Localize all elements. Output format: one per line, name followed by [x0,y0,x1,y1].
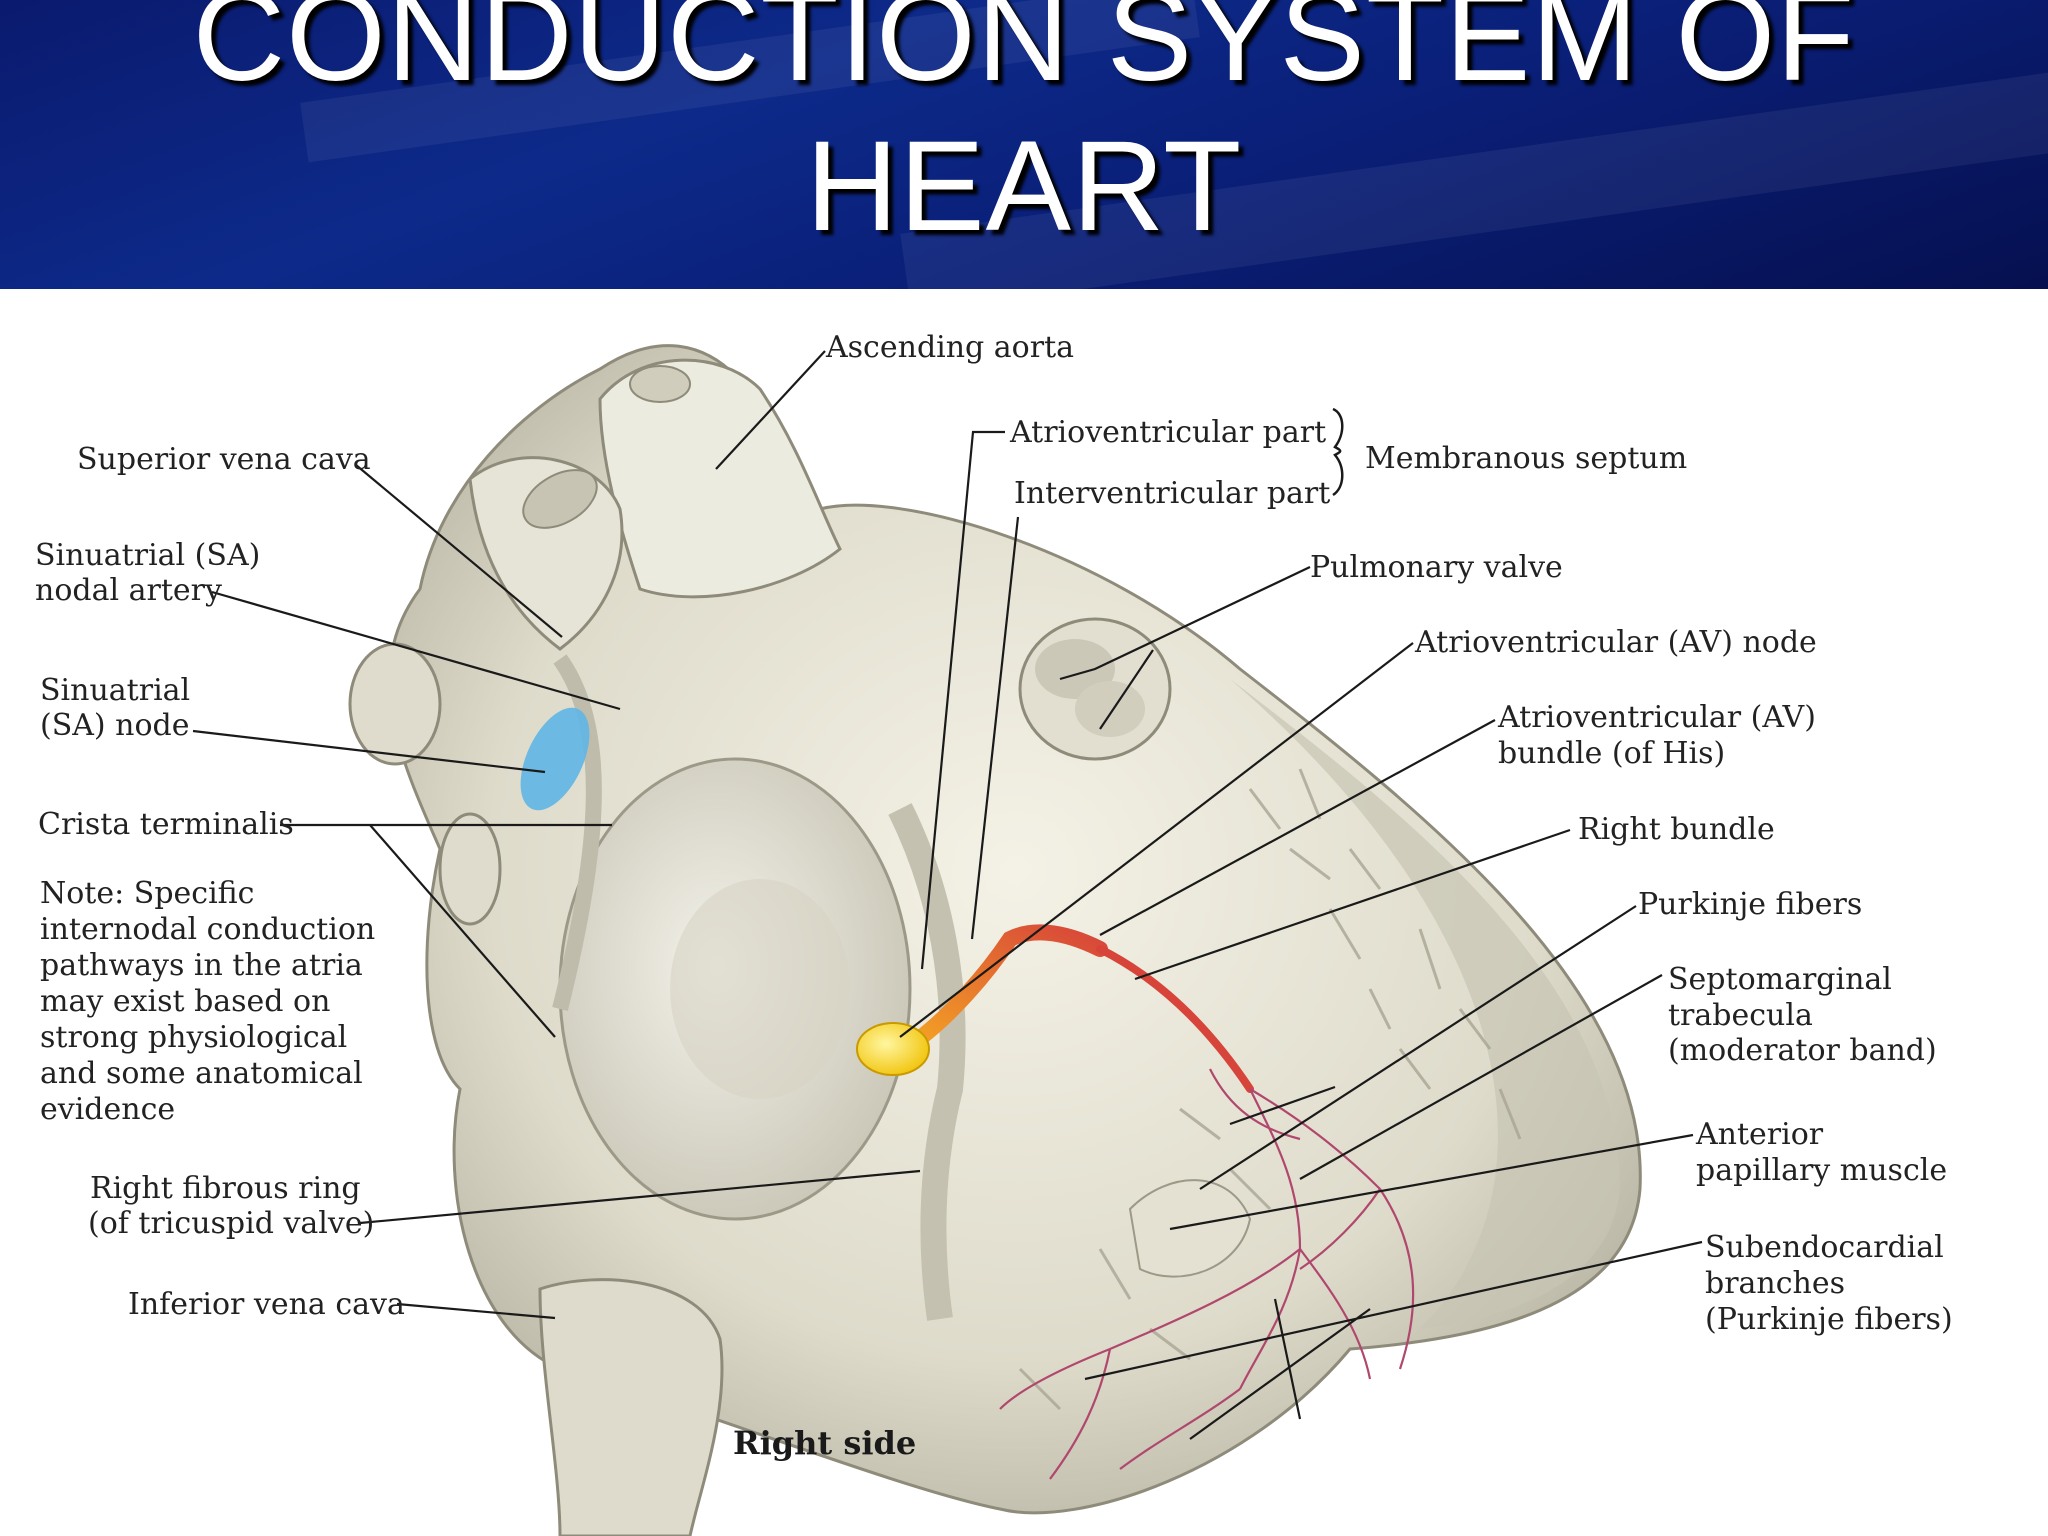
label-right-fibrous-ring-line2: (of tricuspid valve) [88,1206,374,1241]
pulmonary-vein-opening [438,812,502,926]
trabeculae-texture [1018,768,1522,1411]
label-anterior-papillary-line2: papillary muscle [1696,1153,1947,1188]
label-right-side: Right side [733,1424,916,1462]
label-sa-nodal-artery-line1: Sinuatrial (SA) [35,538,260,573]
slide-title-line2: HEART [805,115,1243,258]
slide-title-line1: CONDUCTION SYSTEM OF [192,0,1856,108]
slide-header: CONDUCTION SYSTEM OF HEART [0,0,2048,289]
label-subendocardial-line2: branches [1705,1266,1845,1301]
label-av-bundle-line2: bundle (of His) [1498,736,1725,771]
label-anterior-papillary-line1: Anterior [1695,1117,1824,1152]
label-ascending-aorta: Ascending aorta [825,330,1074,365]
ascending-aorta [598,358,842,599]
label-crista-terminalis: Crista terminalis [38,807,294,842]
label-av-bundle-line1: Atrioventricular (AV) [1497,700,1816,735]
label-septomarginal-line2: trabecula [1668,998,1813,1033]
label-interventricular-part: Interventricular part [1014,476,1330,511]
label-purkinje-fibers: Purkinje fibers [1638,887,1862,922]
right-bundle [1096,945,1254,1093]
label-sa-node-line1: Sinuatrial [40,673,190,708]
pulmonary-vein-opening [348,642,442,766]
av-bundle [897,924,1108,1057]
right-atrium-cavity [558,757,912,1221]
label-superior-vena-cava: Superior vena cava [77,442,371,477]
label-right-bundle: Right bundle [1578,812,1775,847]
label-av-node: Atrioventricular (AV) node [1414,625,1817,660]
label-pulmonary-valve: Pulmonary valve [1310,550,1563,585]
label-subendocardial-line3: (Purkinje fibers) [1705,1302,1953,1337]
label-note-line5: strong physiological [40,1020,347,1055]
label-note-line1: Note: Specific [40,876,254,911]
superior-vena-cava [468,456,624,651]
av-node [856,1022,930,1076]
label-right-fibrous-ring-line1: Right fibrous ring [90,1171,361,1206]
anterior-papillary-muscle [1128,1179,1252,1278]
label-sa-nodal-artery-line2: nodal artery [35,573,222,608]
label-septomarginal-line3: (moderator band) [1668,1033,1937,1068]
label-note-line6: and some anatomical [40,1056,363,1091]
crista-terminalis [552,654,602,1011]
slide-title: CONDUCTION SYSTEM OF HEART [0,0,2048,262]
label-septomarginal-line1: Septomarginal [1668,962,1892,997]
inferior-vena-cava [538,1278,724,1536]
pulmonary-valve [1018,617,1172,761]
label-inferior-vena-cava: Inferior vena cava [128,1287,405,1322]
label-atrioventricular-part: Atrioventricular part [1009,415,1326,450]
label-note-line2: internodal conduction [40,912,375,947]
label-note-line3: pathways in the atria [40,948,363,983]
leader-lines [192,350,1703,1440]
label-note-line7: evidence [40,1092,175,1127]
conduction-pathway [856,924,1415,1480]
heart-illustration: Superior vena cava Sinuatrial (SA) nodal… [35,330,1953,1536]
membranous-septum-brace [1332,407,1344,497]
label-sa-node-line2: (SA) node [40,708,190,743]
label-note-line4: may exist based on [40,984,330,1019]
label-subendocardial-line1: Subendocardial [1705,1230,1944,1265]
purkinje-fibers [999,1068,1415,1480]
label-membranous-septum: Membranous septum [1365,441,1687,476]
sa-node [520,707,590,811]
